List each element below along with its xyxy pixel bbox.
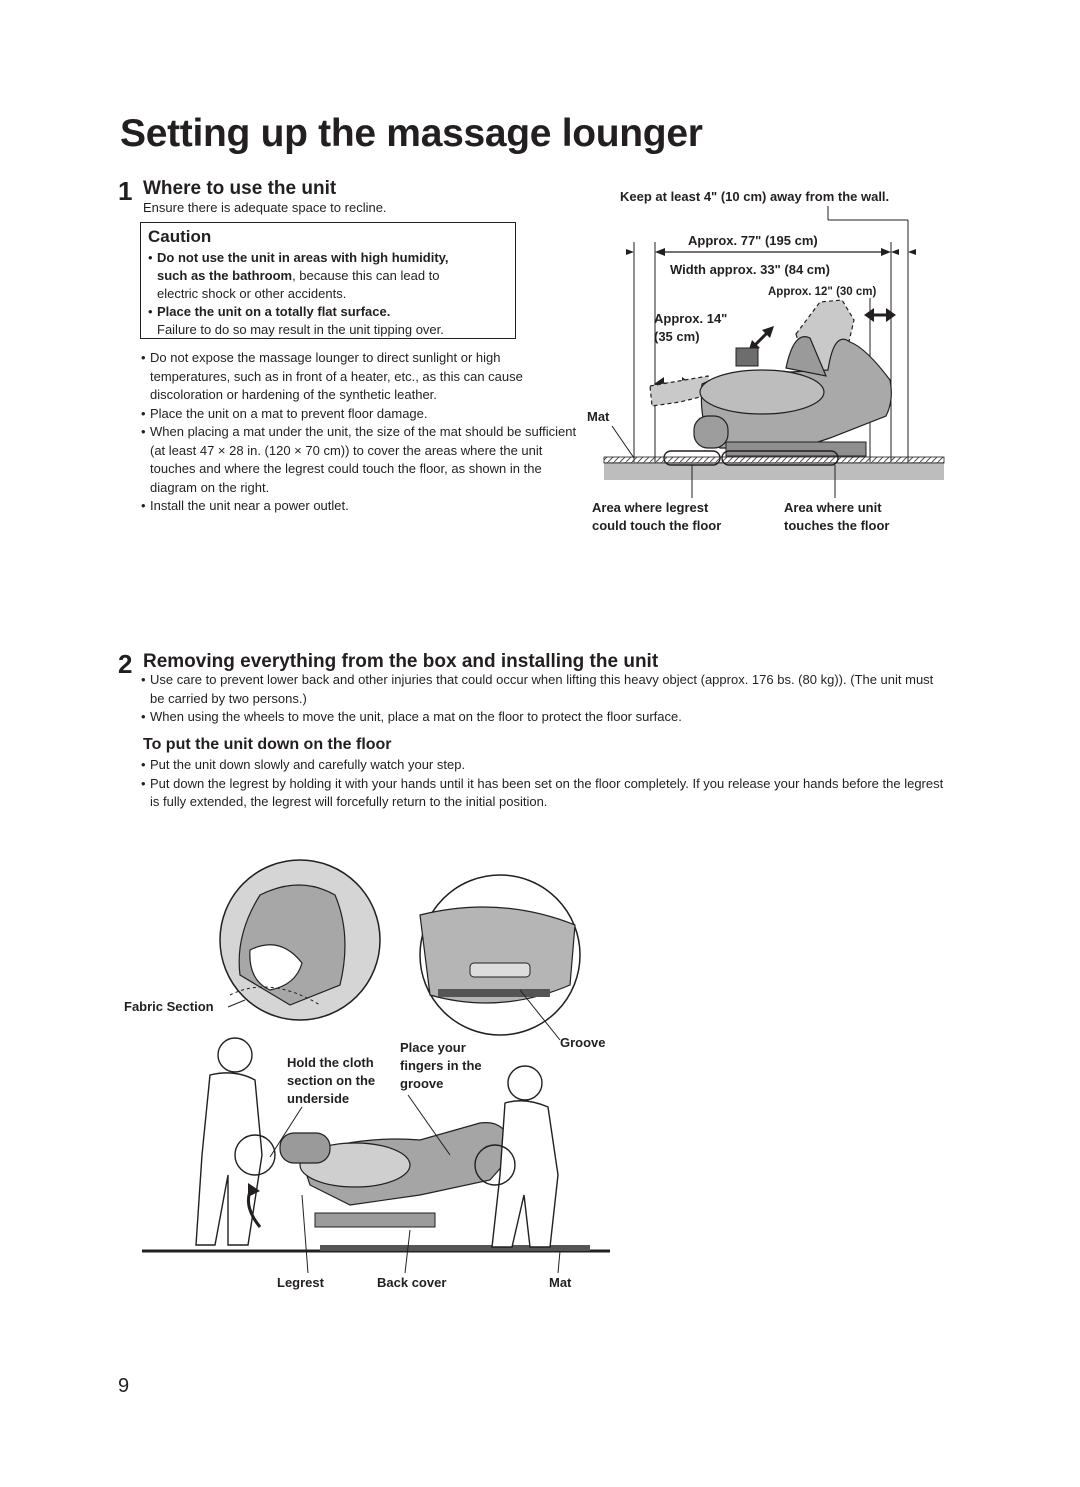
step-1-bullet-mat: Place the unit on a mat to prevent floor…: [141, 405, 581, 424]
length-label: Approx. 77" (195 cm): [688, 233, 818, 248]
step-2-bullet-lifting: Use care to prevent lower back and other…: [141, 671, 951, 708]
step-1-intro: Ensure there is adequate space to reclin…: [143, 200, 387, 215]
mat-label-2: Mat: [549, 1275, 572, 1290]
unit-area-label-b: touches the floor: [784, 518, 890, 533]
wall-clearance-label: Keep at least 4" (10 cm) away from the w…: [620, 189, 890, 204]
place-fingers-label-a: Place your: [400, 1040, 466, 1055]
step-2-sub-bullet-legrest: Put down the legrest by holding it with …: [141, 775, 951, 812]
hold-cloth-label-c: underside: [287, 1091, 350, 1106]
caution-box: Caution Do not use the unit in areas wit…: [140, 222, 516, 339]
step-1-bullet-list: Do not expose the massage lounger to dir…: [141, 349, 581, 516]
width-label: Width approx. 33" (84 cm): [670, 262, 830, 277]
unit-area-label-a: Area where unit: [784, 500, 882, 515]
step-2-sub-bullet-slowly: Put the unit down slowly and carefully w…: [141, 756, 951, 775]
fabric-section-label: Fabric Section: [124, 999, 214, 1014]
back-gap-label: Approx. 12" (30 cm): [768, 286, 877, 298]
caution-item-humidity-rest-a: , because this can lead to: [292, 268, 440, 283]
caution-item-flat: Place the unit on a totally flat surface…: [148, 303, 508, 339]
legrest-area-label-b: could touch the floor: [592, 518, 722, 533]
step-1-bullet-mat-size: When placing a mat under the unit, the s…: [141, 423, 581, 497]
legrest-label: Legrest: [277, 1275, 324, 1290]
step-1-number: 1: [118, 176, 133, 206]
place-fingers-label-b: fingers in the: [400, 1058, 482, 1073]
lowering-diagram: [142, 859, 610, 1274]
page-number: 9: [118, 1375, 130, 1397]
placement-diagram: [603, 206, 945, 498]
hold-cloth-label-a: Hold the cloth: [287, 1055, 374, 1070]
groove-label: Groove: [560, 1035, 606, 1050]
caution-item-humidity-rest-b: electric shock or other accidents.: [157, 286, 347, 301]
step-1-bullet-outlet: Install the unit near a power outlet.: [141, 497, 581, 516]
page-title: Setting up the massage lounger: [120, 112, 703, 155]
hold-cloth-label-b: section on the: [287, 1073, 376, 1088]
caution-item-humidity-bold-a: Do not use the unit in areas with high h…: [157, 250, 449, 265]
caution-title: Caution: [148, 227, 212, 246]
caution-item-humidity: Do not use the unit in areas with high h…: [148, 249, 508, 303]
caution-item-flat-rest: Failure to do so may result in the unit …: [157, 322, 444, 337]
step-2-bullet-list: Use care to prevent lower back and other…: [141, 671, 951, 727]
step-2-subheading: To put the unit down on the floor: [143, 736, 392, 753]
caution-item-flat-bold: Place the unit on a totally flat surface…: [157, 304, 391, 319]
step-1-bullet-sunlight: Do not expose the massage lounger to dir…: [141, 349, 581, 405]
place-fingers-label-c: groove: [400, 1076, 444, 1091]
mat-label: Mat: [587, 409, 610, 424]
front-gap-label-b: (35 cm): [654, 329, 700, 344]
back-cover-label: Back cover: [377, 1275, 447, 1290]
step-2-heading: Removing everything from the box and ins…: [143, 651, 659, 672]
front-gap-label-a: Approx. 14": [654, 311, 728, 326]
step-1-heading: Where to use the unit: [143, 178, 337, 199]
step-2-number: 2: [118, 649, 133, 679]
step-2-sub-bullet-list: Put the unit down slowly and carefully w…: [141, 756, 951, 812]
legrest-area-label-a: Area where legrest: [592, 500, 709, 515]
caution-item-humidity-bold-b: such as the bathroom: [157, 268, 293, 283]
step-2-bullet-wheels: When using the wheels to move the unit, …: [141, 708, 951, 727]
